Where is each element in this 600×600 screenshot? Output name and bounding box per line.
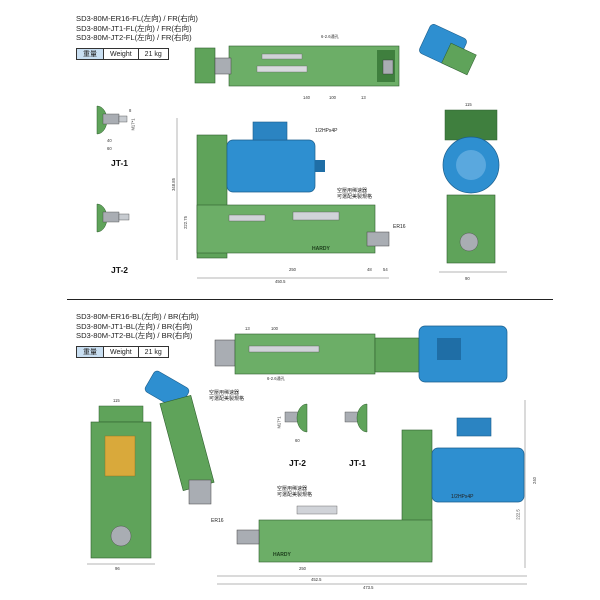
back-mount-drawing — [87, 325, 527, 585]
top-view-spindle-unit — [214, 325, 508, 383]
weight-label-cn: 重量 — [76, 48, 104, 60]
sheet-divider — [67, 299, 553, 300]
dim-label: 13 — [245, 326, 250, 331]
dim-label: 48 — [367, 267, 372, 272]
dim-label: 240 — [532, 477, 537, 484]
er-label: ER16 — [393, 224, 406, 230]
side-view-spindle-unit — [217, 400, 527, 585]
dim-label: 13 — [361, 95, 366, 100]
side-view-spindle-unit — [176, 118, 390, 279]
model-line: SD3-80M-ER16-BL(左向) / BR(右向) — [76, 312, 199, 321]
dim-label: 40 — [107, 138, 112, 143]
front-end-view — [439, 109, 507, 273]
dim-label: 115 — [465, 102, 472, 107]
end-view — [87, 405, 155, 565]
motor-note: 1/2HPx4P — [451, 494, 474, 500]
motor-note: 1/2HPx4P — [315, 128, 338, 134]
dim-label: M17*1 — [130, 118, 136, 131]
dim-label: M17*1 — [276, 416, 282, 429]
jt1-label: JT-1 — [111, 158, 129, 168]
dim-label: 250 — [289, 267, 296, 272]
speed-note-2: 可選配美製規格 — [337, 194, 373, 200]
dim-label: 96 — [115, 566, 120, 571]
jt2-label: JT-2 — [289, 458, 307, 468]
er-label: ER16 — [211, 518, 224, 524]
dim-label: 100 — [271, 326, 278, 331]
dim-label: 60 — [107, 146, 112, 151]
speed-note-2b: 可選配美製規格 — [277, 492, 313, 498]
jt1-label: JT-1 — [349, 458, 367, 468]
dim-label: 452.5 — [311, 577, 322, 582]
dim-label: 8 — [129, 108, 132, 113]
dim-label: 222.75 — [182, 216, 188, 229]
model-line: SD3-80M-JT1-FL(左向) / FR(右向) — [76, 23, 192, 33]
speed-note-1: 空壓用稀速器 — [209, 390, 240, 396]
dim-label: 115 — [113, 398, 120, 403]
top-view-spindle-unit — [194, 45, 400, 87]
weight-value: 21 kg — [137, 48, 169, 60]
weight-label-cn: 重量 — [76, 346, 104, 358]
model-line: SD3-80M-ER16-FL(左向) / FR(右向) — [76, 14, 198, 23]
dim-label: 60 — [295, 438, 300, 443]
jt2-label: JT-2 — [111, 265, 129, 275]
isometric-view — [419, 24, 477, 76]
model-line: SD3-80M-JT2-BL(左向) / BR(右向) — [76, 331, 193, 341]
dim-label: 348.85 — [170, 178, 176, 191]
drawing-sheet-front-mount: SD3-80M-ER16-FL(左向) / FR(右向) SD3-80M-JT1… — [67, 10, 553, 292]
weight-table: 重量 Weight 21 kg — [76, 48, 169, 60]
isometric-view — [144, 370, 215, 505]
dim-label: 250 — [299, 566, 306, 571]
jt2-detail — [96, 203, 130, 233]
model-line: SD3-80M-JT1-BL(左向) / BR(右向) — [76, 321, 193, 331]
dim-label: 6-2.6通孔 — [321, 34, 339, 39]
weight-value: 21 kg — [137, 346, 169, 358]
dim-label: 90 — [465, 276, 470, 281]
dim-label: 140 — [303, 95, 310, 100]
dim-label: 473.5 — [363, 585, 374, 590]
model-list: SD3-80M-ER16-BL(左向) / BR(右向) SD3-80M-JT1… — [76, 312, 199, 341]
dim-label: 222.5 — [515, 509, 521, 520]
jt2-detail — [284, 403, 308, 433]
hardy-logo: HARDY — [273, 552, 291, 558]
speed-note-2: 可選配美製規格 — [209, 396, 245, 402]
speed-note-1: 空壓用稀速器 — [337, 188, 368, 194]
dim-label: 54 — [383, 267, 388, 272]
dim-label: 450.5 — [275, 279, 286, 284]
hardy-logo: HARDY — [312, 246, 330, 252]
speed-note-1b: 空壓用稀速器 — [277, 486, 308, 492]
drawing-sheet-back-mount: SD3-80M-ER16-BL(左向) / BR(右向) SD3-80M-JT1… — [67, 308, 553, 590]
model-list: SD3-80M-ER16-FL(左向) / FR(右向) SD3-80M-JT1… — [76, 14, 198, 43]
jt1-detail — [96, 105, 128, 135]
weight-table: 重量 Weight 21 kg — [76, 346, 169, 358]
jt1-detail — [344, 403, 368, 433]
model-line: SD3-80M-JT2-FL(左向) / FR(右向) — [76, 33, 192, 43]
front-mount-drawing — [96, 24, 507, 279]
dim-label: 6-2.6通孔 — [267, 376, 285, 381]
dim-label: 100 — [329, 95, 336, 100]
